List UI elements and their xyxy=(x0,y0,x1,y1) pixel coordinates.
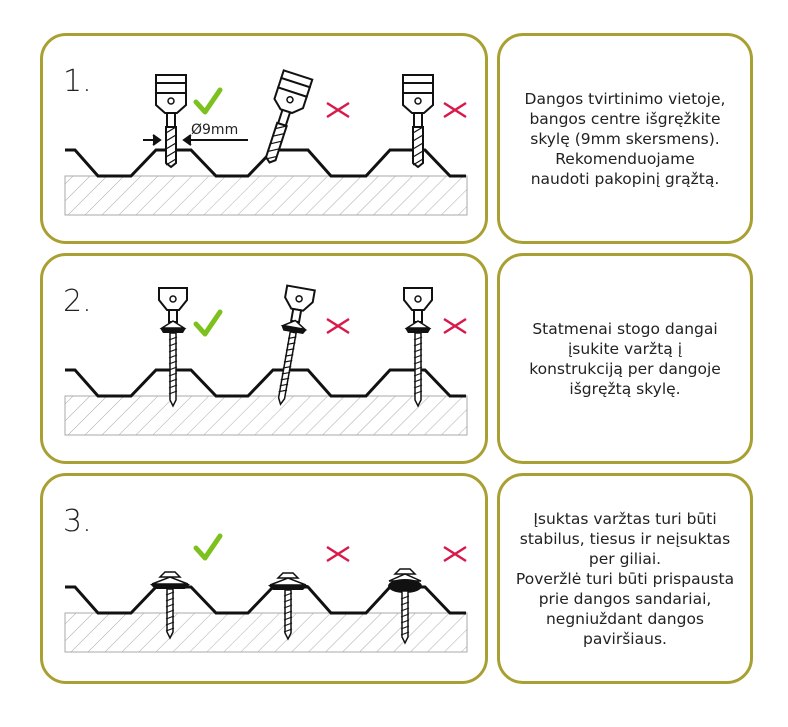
drill-icon xyxy=(254,69,314,169)
roof-profile xyxy=(65,148,466,178)
screw-icon xyxy=(158,287,188,407)
step-3-text: Įsuktas varžtas turi būti stabilus, ties… xyxy=(515,509,735,648)
step-number: 2. xyxy=(63,284,92,319)
step-3-illustration-panel: 3. xyxy=(40,473,488,684)
cross-icon xyxy=(442,545,468,563)
cross-icon xyxy=(325,545,351,563)
screw-icon xyxy=(403,287,433,407)
step-1-text: Dangos tvirtinimo vietoje, bangos centre… xyxy=(524,89,726,188)
cross-icon xyxy=(442,101,468,119)
dimension-label: Ø9mm xyxy=(191,122,238,138)
cross-icon xyxy=(325,317,351,335)
screw-icon xyxy=(388,568,422,645)
cross-icon xyxy=(325,101,351,119)
step-number: 3. xyxy=(63,504,92,539)
step-1-illustration-panel: 1. Ø9mm xyxy=(40,33,488,244)
check-icon xyxy=(196,90,220,112)
step-3-text-panel: Įsuktas varžtas turi būti stabilus, ties… xyxy=(497,473,753,684)
roof-profile xyxy=(65,368,466,398)
substrate-hatch xyxy=(64,175,468,216)
step-2-text: Statmenai stogo dangai įsukite varžtą į … xyxy=(529,319,721,398)
drilling-illustration: Ø9mm xyxy=(64,69,468,216)
step-2-illustration-panel: 2. xyxy=(40,253,488,464)
step-2-text-panel: Statmenai stogo dangai įsukite varžtą į … xyxy=(497,253,753,464)
step-number: 1. xyxy=(63,64,92,99)
installed-screw-illustration xyxy=(64,476,468,653)
cross-icon xyxy=(442,317,468,335)
screwing-illustration xyxy=(64,284,468,436)
screw-icon xyxy=(265,284,316,408)
drill-icon xyxy=(155,74,187,168)
check-icon xyxy=(196,312,220,334)
check-icon xyxy=(196,536,220,558)
step-1-text-panel: Dangos tvirtinimo vietoje, bangos centre… xyxy=(497,33,753,244)
